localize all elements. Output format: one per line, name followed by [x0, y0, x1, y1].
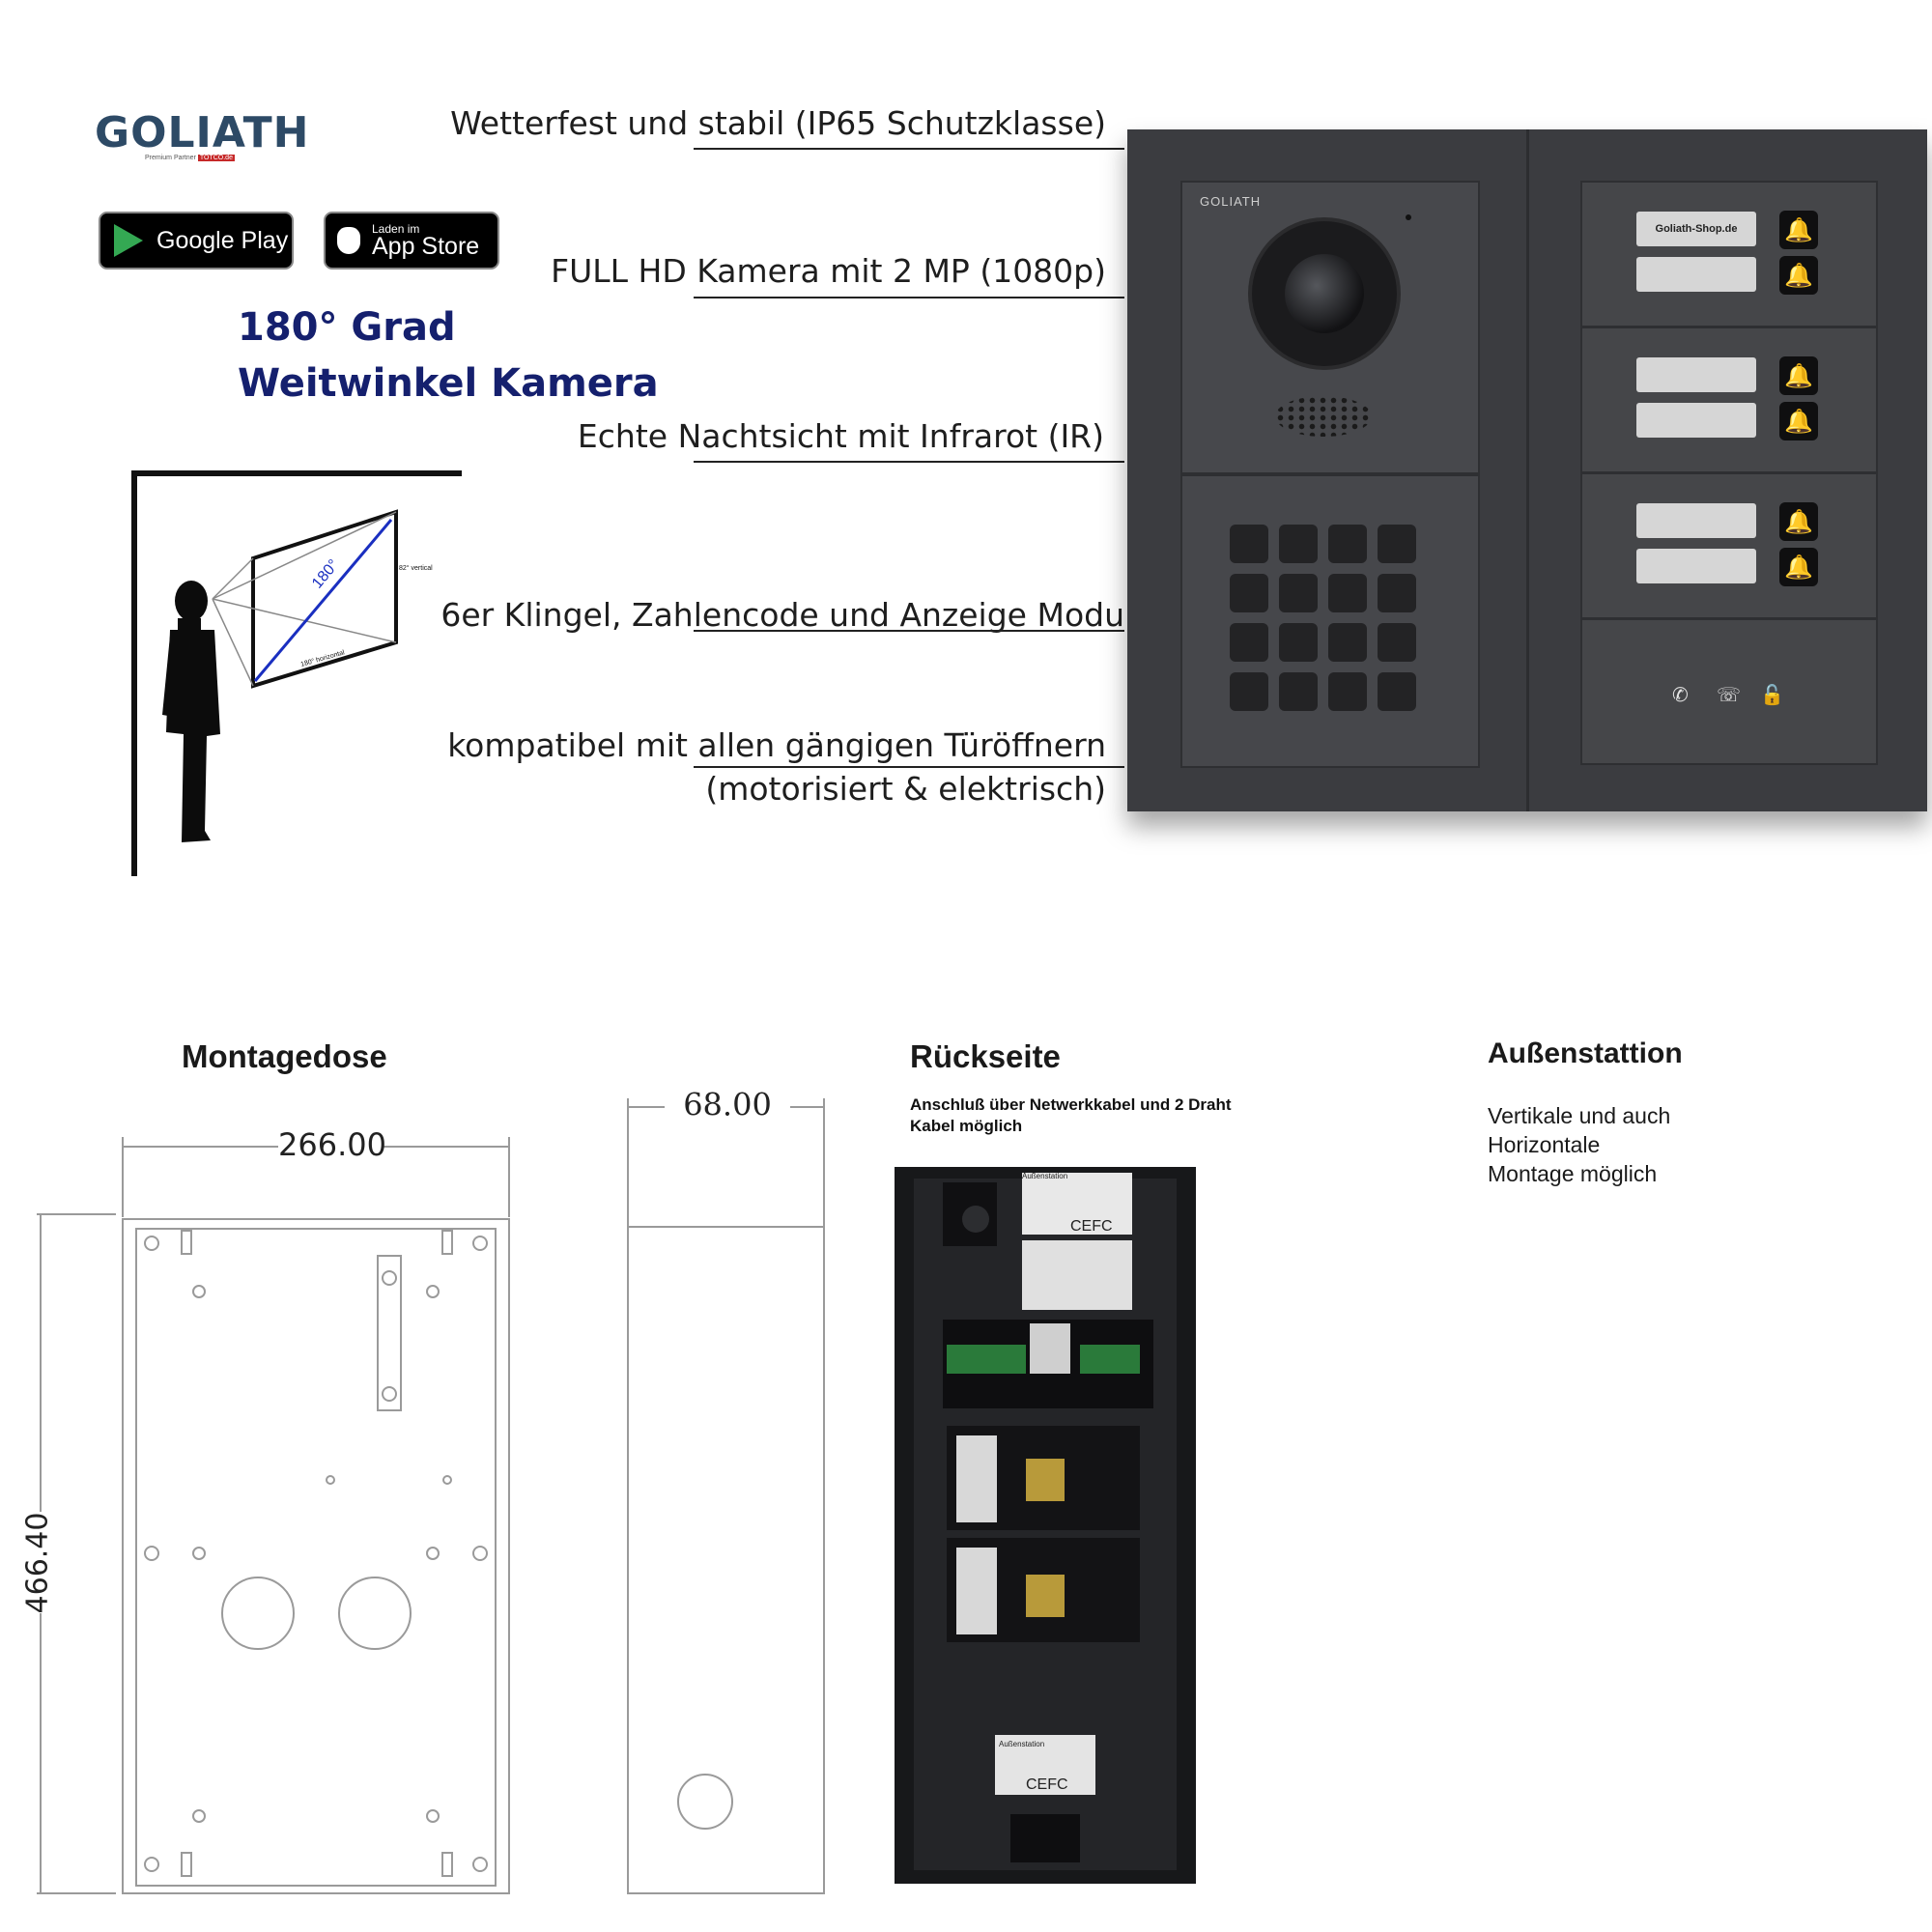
rueckseite-title: Rückseite: [910, 1038, 1061, 1074]
feature-modules: 6er Klingel, Zahlencode und Anzeige Modu: [440, 596, 1124, 634]
microphone-icon: [1406, 214, 1411, 220]
wide-angle-line2: Weitwinkel Kamera: [238, 361, 659, 406]
keypad-key[interactable]: [1279, 672, 1318, 711]
cefc-mark: CEFC: [1026, 1776, 1068, 1793]
google-play-label: Google Play: [156, 226, 289, 254]
bell-icon[interactable]: 🔔: [1779, 502, 1818, 541]
keypad-module: [1180, 474, 1480, 768]
aussenstation-line1: Vertikale und auch: [1488, 1103, 1671, 1128]
feature-compatible-note: (motorisiert & elektrisch): [705, 770, 1106, 808]
feature-compatible: kompatibel mit allen gängigen Türöffnern: [447, 726, 1106, 764]
rueckseite-subtitle: Anschluß über Netwerkkabel und 2 Draht K…: [910, 1094, 1232, 1137]
partner-note: Premium Partner TOTCO.de: [145, 155, 235, 161]
keypad-key[interactable]: [1279, 525, 1318, 563]
name-label-1: Goliath-Shop.de: [1636, 212, 1756, 246]
name-label-3: [1636, 357, 1756, 392]
app-store-button[interactable]: Laden im App Store: [324, 212, 499, 270]
keypad-key[interactable]: [1230, 574, 1268, 612]
rueckseite-subtitle-line1: Anschluß über Netwerkkabel und 2 Draht: [910, 1095, 1232, 1114]
keypad-key[interactable]: [1230, 525, 1268, 563]
name-label-6: [1636, 549, 1756, 583]
keypad-key[interactable]: [1328, 672, 1367, 711]
feature-nightvision: Echte Nachtsicht mit Infrarot (IR): [577, 417, 1104, 455]
wall-vertical: [131, 470, 137, 876]
height-dimension: 466.40: [21, 1513, 55, 1614]
rueckseite-subtitle-line2: Kabel möglich: [910, 1117, 1023, 1135]
bell-icon[interactable]: 🔔: [1779, 402, 1818, 440]
google-play-icon: [114, 224, 143, 257]
goliath-logo: GOLIATH: [95, 108, 310, 157]
feature-line-2: [694, 297, 1124, 298]
unlock-icon: 🔓: [1760, 685, 1784, 706]
status-module: [1580, 618, 1878, 765]
panel-divider: [1526, 129, 1529, 811]
sticker-label: Außenstation: [999, 1740, 1044, 1748]
cefc-mark-top: CEFC: [1070, 1218, 1113, 1235]
speaker-grille: [1275, 396, 1372, 437]
apple-icon: [337, 227, 360, 254]
bell-icon[interactable]: 🔔: [1779, 256, 1818, 295]
feature-line-1: [694, 148, 1124, 150]
person-silhouette: [162, 581, 220, 842]
name-label-5: [1636, 503, 1756, 538]
keypad-key[interactable]: [1328, 525, 1367, 563]
aussenstation-title: Außenstattion: [1488, 1037, 1683, 1069]
feature-line-4: [694, 630, 1124, 632]
view-frame: [212, 509, 398, 689]
camera-lens-inner: [1285, 254, 1364, 333]
app-store-label: App Store: [372, 232, 480, 260]
montagedose-title: Montagedose: [182, 1038, 387, 1074]
panel-logo: GOLIATH: [1200, 194, 1262, 209]
app-store-small-label: Laden im: [372, 221, 420, 236]
bell-icon[interactable]: 🔔: [1779, 548, 1818, 586]
keypad-key[interactable]: [1230, 623, 1268, 662]
partner-badge: TOTCO.de: [197, 155, 235, 161]
keypad: [1230, 525, 1416, 711]
diagram-vertical-label: 82° vertical: [399, 564, 433, 572]
aussenstation-line2: Horizontale: [1488, 1132, 1601, 1157]
keypad-key[interactable]: [1378, 525, 1416, 563]
keypad-key[interactable]: [1328, 574, 1367, 612]
call-icon: ✆: [1672, 685, 1689, 706]
bell-icon[interactable]: 🔔: [1779, 356, 1818, 395]
wide-angle-heading: 180° Grad Weitwinkel Kamera: [238, 299, 659, 412]
wall-horizontal: [131, 470, 462, 476]
feature-line-5: [694, 766, 1124, 768]
bell-icon[interactable]: 🔔: [1779, 211, 1818, 249]
keypad-key[interactable]: [1378, 574, 1416, 612]
bell-module-2: [1580, 327, 1878, 473]
width-dimension: 266.00: [278, 1126, 386, 1163]
keypad-key[interactable]: [1230, 672, 1268, 711]
bell-module-1: [1580, 181, 1878, 327]
feature-line-3: [694, 461, 1124, 463]
google-play-button[interactable]: Google Play: [99, 212, 294, 270]
name-label-2: [1636, 257, 1756, 292]
sticker-label-top: Außenstation: [1022, 1172, 1067, 1180]
aussenstation-line3: Montage möglich: [1488, 1161, 1658, 1186]
wide-angle-line1: 180° Grad: [238, 305, 456, 350]
depth-dimension: 68.00: [683, 1087, 772, 1123]
feature-fullhd: FULL HD Kamera mit 2 MP (1080p): [551, 252, 1106, 290]
keypad-key[interactable]: [1378, 623, 1416, 662]
talk-icon: ☏: [1717, 685, 1742, 706]
keypad-key[interactable]: [1328, 623, 1367, 662]
feature-weatherproof: Wetterfest und stabil (IP65 Schutzklasse…: [450, 104, 1106, 142]
keypad-key[interactable]: [1378, 672, 1416, 711]
aussenstation-text: Vertikale und auch Horizontale Montage m…: [1488, 1101, 1670, 1188]
partner-note-text: Premium Partner: [145, 155, 196, 161]
name-label-4: [1636, 403, 1756, 438]
keypad-key[interactable]: [1279, 574, 1318, 612]
keypad-key[interactable]: [1279, 623, 1318, 662]
